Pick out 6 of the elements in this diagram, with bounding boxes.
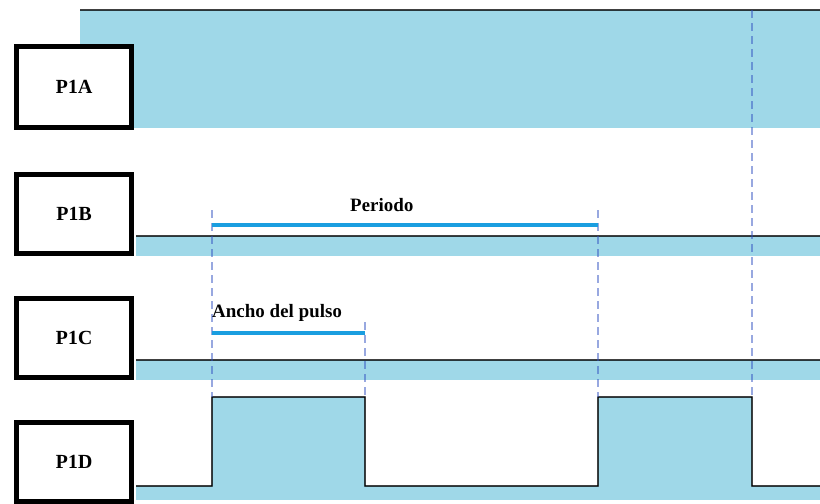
signal-name-box: P1B [14, 172, 134, 256]
dimension-label: Periodo [350, 195, 414, 217]
signal-name-box: P1D [14, 420, 134, 504]
dimension-label: Ancho del pulso [212, 301, 342, 323]
signal-name-box: P1A [14, 44, 134, 130]
signal-name-box: P1C [14, 296, 134, 380]
